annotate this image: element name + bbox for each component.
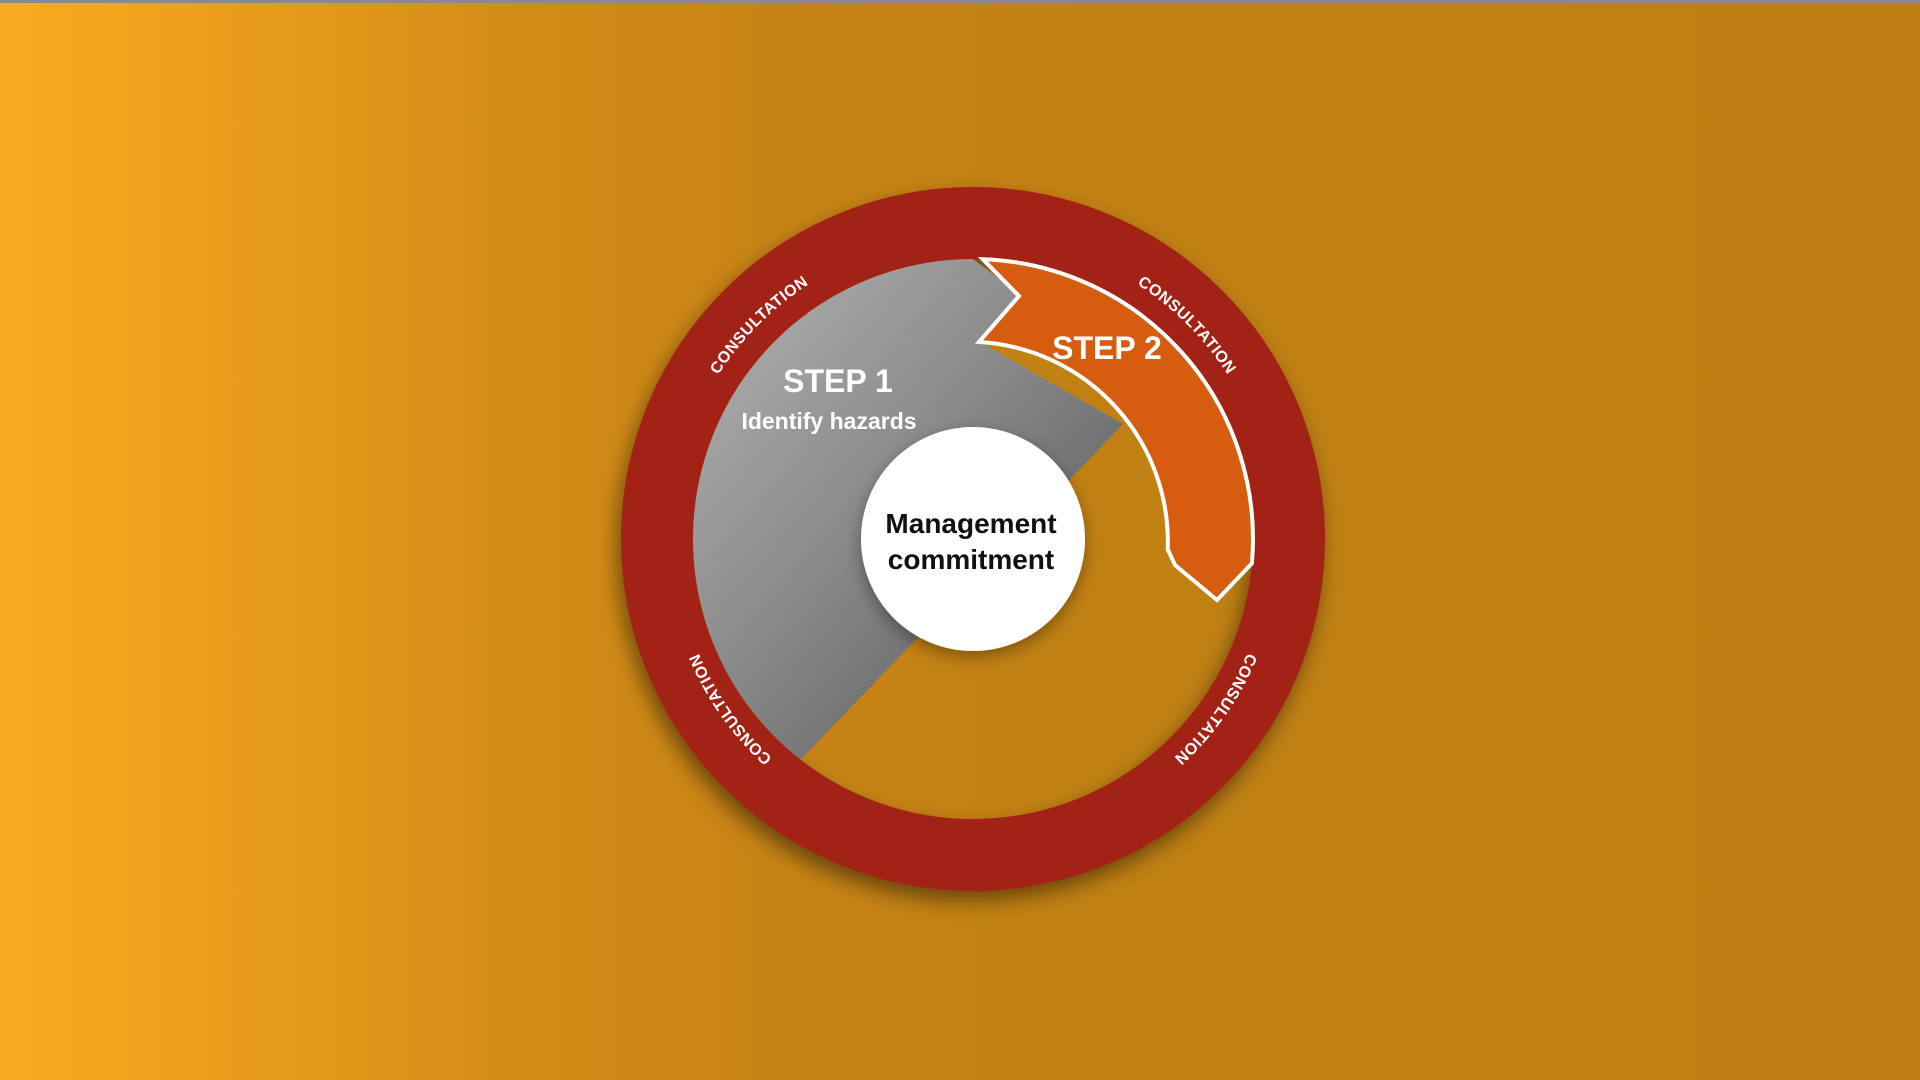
top-border-line	[0, 0, 1920, 3]
consultation-ring	[621, 187, 1325, 891]
step-2-arrow-segment	[974, 257, 1255, 603]
step-1-subtitle: Identify hazards	[741, 408, 916, 434]
center-label-line-1: Management	[885, 508, 1056, 539]
center-circle	[861, 427, 1085, 651]
center-label-line-2: commitment	[888, 544, 1054, 575]
step-2-title: STEP 2	[1052, 330, 1162, 366]
step-1-title: STEP 1	[783, 363, 893, 399]
